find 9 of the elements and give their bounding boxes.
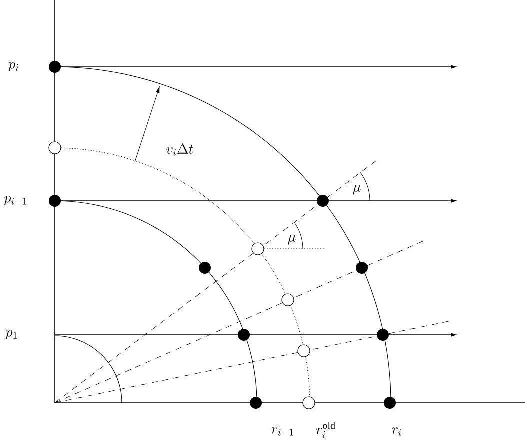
measure-label: $v_i \Delta t$ [166, 144, 194, 156]
axis-label: $r_i$ [392, 428, 402, 436]
axis-label: $r_i^{\mathrm{old}}$ [316, 422, 336, 438]
angle-label: $\mu$ [353, 185, 361, 195]
axis-label: $p_1$ [5, 330, 17, 340]
axis-label: $p_i$ [8, 62, 18, 72]
axis-label: $p_{i-1}$ [4, 196, 27, 206]
axis-label: $r_{i-1}$ [272, 427, 294, 436]
angle-label: $\mu$ [288, 235, 296, 245]
